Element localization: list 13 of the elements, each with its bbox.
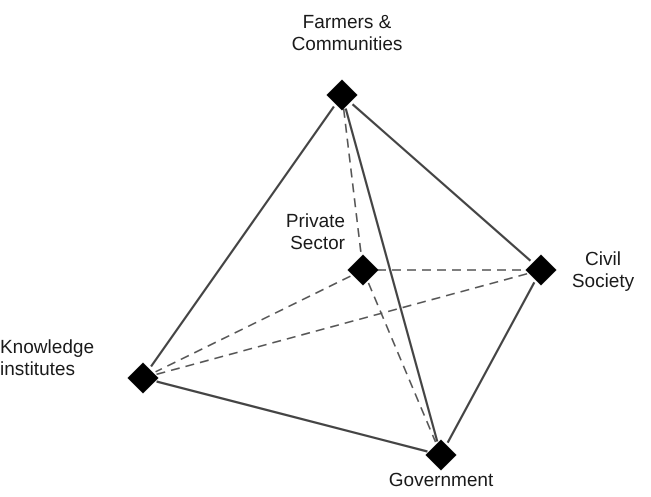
line [352,103,532,262]
line [150,106,335,368]
vertex-label: Farmers & Communities [290,12,404,56]
dashed-line [368,282,436,442]
vertex-label: Knowledge institutes [0,337,96,381]
vertex-label: Civil Society [570,249,636,293]
dashed-line [155,275,351,373]
dashed-line [156,272,528,376]
line [344,108,438,442]
vertex-label: Government [388,470,494,492]
line [446,282,536,444]
line [156,380,428,453]
vertex-label: Private Sector [284,211,345,255]
